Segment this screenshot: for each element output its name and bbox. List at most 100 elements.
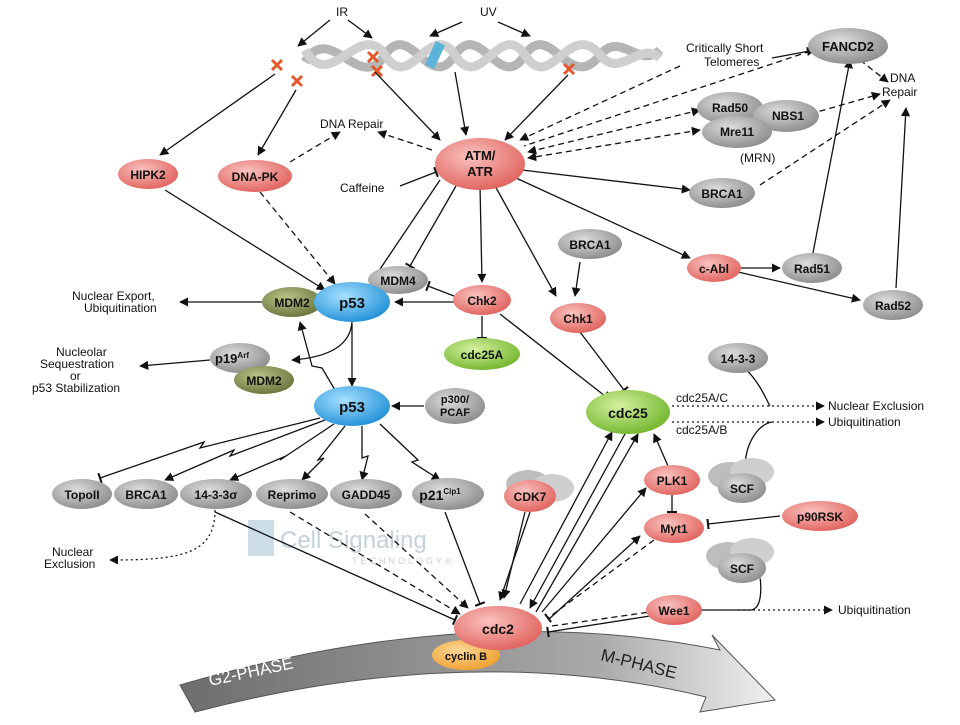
node-14-3-3-sigma-label: 14-3-3σ [195, 488, 238, 502]
node-plk1-label: PLK1 [657, 474, 688, 488]
node-myt1-label: Myt1 [660, 522, 688, 536]
node-p53-low: p53 [314, 386, 390, 426]
node-mre11-label: Mre11 [720, 125, 754, 139]
node-p90rsk-label: p90RSK [797, 510, 843, 524]
watermark: Cell Signaling TECHNOLOGY® [248, 520, 452, 566]
nuclear-export-label-2: Ubiquitination [84, 301, 157, 315]
nuclear-export-label-1: Nuclear Export, [72, 289, 155, 303]
node-scf-low-label: SCF [730, 562, 754, 576]
node-chk1-label: Chk1 [563, 312, 593, 326]
node-dnapk-label: DNA-PK [232, 170, 279, 184]
node-gadd45-label: GADD45 [342, 488, 391, 502]
nuclear-exclusion-right-label: Nuclear Exclusion [828, 399, 924, 413]
node-p19arf-label: p19Arf [215, 351, 249, 366]
node-brca1-mid-label: BRCA1 [569, 238, 611, 252]
dna-helix-icon [301, 40, 664, 72]
damage-x-marks [270, 50, 576, 88]
node-topoii: TopoII [52, 479, 112, 509]
node-p53-top-label: p53 [339, 295, 365, 312]
node-scf-mid-label: SCF [730, 482, 754, 496]
node-p53-low-label: p53 [339, 399, 365, 416]
node-plk1: PLK1 [644, 465, 700, 495]
node-fancd2-label: FANCD2 [822, 39, 874, 54]
node-cyclinb-label: cyclin B [445, 651, 487, 663]
node-p300-label: p300/ [441, 394, 469, 406]
node-cdc2-cyclinb: cdc2 cyclin B [432, 606, 542, 670]
telomeres-label-2: Telomeres [704, 55, 759, 69]
node-hipk2-label: HIPK2 [130, 168, 166, 182]
uv-label: UV [480, 5, 497, 19]
node-cabl: c-Abl [687, 254, 741, 282]
node-scf-low: SCF [706, 538, 774, 583]
node-p21-label: p21Cip1 [419, 487, 461, 503]
node-atm-atr: ATM/ ATR [435, 138, 525, 190]
node-wee1-label: Wee1 [658, 604, 689, 618]
mrn-label: (MRN) [740, 151, 775, 165]
nucleolar-label-3: or [70, 369, 81, 383]
node-mdm4-label: MDM4 [380, 274, 416, 288]
node-cabl-label: c-Abl [699, 262, 729, 276]
node-cdc2-label: cdc2 [482, 621, 514, 637]
node-p90rsk: p90RSK [782, 501, 858, 531]
node-mrn-complex: Rad50 NBS1 Mre11 [697, 92, 819, 148]
node-p21: p21Cip1 [412, 478, 484, 510]
nucleolar-label-2: Sequestration [40, 357, 114, 371]
nucleolar-label-1: Nucleolar [56, 345, 107, 359]
dna-repair-right-label-1: DNA [890, 71, 915, 85]
nodes: FANCD2 Rad50 NBS1 Mre11 ATM/ ATR HIPK2 D… [52, 28, 923, 670]
node-brca1-low-label: BRCA1 [125, 488, 167, 502]
node-rad52-label: Rad52 [875, 299, 911, 313]
node-cdc25a-label: cdc25A [461, 348, 504, 362]
node-cdc25-label: cdc25 [608, 405, 648, 421]
node-rad50-label: Rad50 [712, 101, 748, 115]
node-reprimo-label: Reprimo [268, 488, 317, 502]
node-pcaf-label: PCAF [440, 407, 470, 419]
node-mdm4: MDM4 [368, 266, 428, 294]
node-cdk7-label: CDK7 [514, 490, 547, 504]
node-chk2: Chk2 [453, 285, 511, 315]
node-atm-label: ATM/ [465, 148, 496, 163]
edges [97, 19, 911, 638]
node-cdc25: cdc25 [586, 390, 670, 434]
node-14-3-3-label: 14-3-3 [721, 352, 756, 366]
node-gadd45: GADD45 [330, 479, 402, 509]
node-rad51-label: Rad51 [794, 262, 830, 276]
node-reprimo: Reprimo [256, 479, 328, 509]
dna-repair-right-label-2: Repair [882, 85, 917, 99]
ubiquitination-right-label: Ubiquitination [828, 415, 901, 429]
node-nbs1-label: NBS1 [772, 109, 804, 123]
dna-repair-left-label: DNA Repair [320, 117, 383, 131]
node-scf-mid: SCF [708, 458, 774, 503]
node-chk1: Chk1 [550, 303, 606, 333]
node-chk2-label: Chk2 [467, 294, 497, 308]
nuclear-exclusion-left-label-1: Nuclear [52, 545, 93, 559]
node-brca1-top-label: BRCA1 [701, 187, 743, 201]
ubiquitination-bottom-label: Ubiquitination [838, 603, 911, 617]
cdc25ab-label: cdc25A/B [676, 423, 727, 437]
ir-label: IR [336, 5, 348, 19]
node-mdm2-top: MDM2 [262, 287, 322, 317]
node-cdc25a: cdc25A [444, 338, 520, 370]
node-brca1-top: BRCA1 [689, 178, 755, 208]
node-rad51: Rad51 [782, 253, 842, 283]
telomeres-label-1: Critically Short [686, 41, 764, 55]
free-labels: IR UV Critically Short Telomeres DNA Rep… [32, 5, 924, 617]
node-hipk2: HIPK2 [118, 159, 178, 189]
node-fancd2: FANCD2 [808, 28, 888, 64]
node-14-3-3: 14-3-3 [708, 343, 768, 373]
node-cdk7: CDK7 [504, 470, 574, 512]
node-brca1-mid: BRCA1 [558, 229, 622, 259]
node-atr-label: ATR [467, 164, 493, 179]
node-p19arf-mdm2: p19Arf MDM2 [210, 343, 294, 394]
nuclear-exclusion-left-label-2: Exclusion [44, 557, 95, 571]
node-mdm2-top-label: MDM2 [274, 296, 310, 310]
nucleolar-label-4: p53 Stabilization [32, 381, 120, 395]
node-brca1-low: BRCA1 [114, 479, 178, 509]
node-topoii-label: TopoII [64, 488, 99, 502]
node-14-3-3-sigma: 14-3-3σ [180, 479, 252, 509]
cdc25ac-label: cdc25A/C [676, 391, 728, 405]
node-myt1: Myt1 [644, 513, 704, 543]
node-mdm2-low-label: MDM2 [246, 374, 282, 388]
